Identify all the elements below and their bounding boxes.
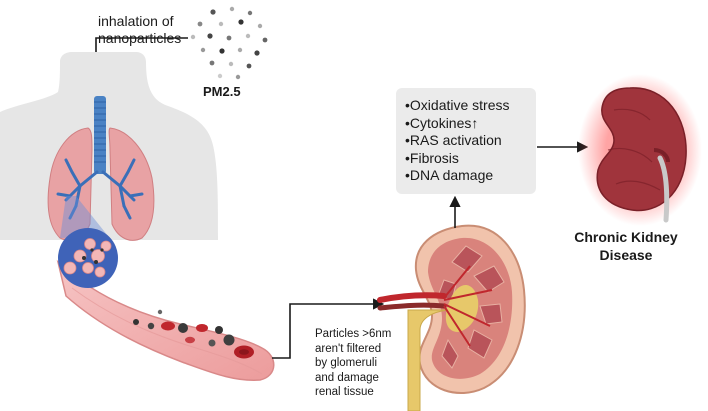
particle-cloud-icon (190, 6, 268, 80)
disease-label: Chronic Kidney Disease (566, 228, 686, 264)
human-torso-icon (0, 52, 218, 240)
alveoli-icon (58, 228, 118, 288)
filtration-note: Particles >6nm aren't filtered by glomer… (315, 327, 391, 400)
disease-line-2: Disease (599, 247, 653, 263)
effects-box: •Oxidative stress •Cytokines↑ •RAS activ… (396, 88, 536, 194)
filtration-line-4: and damage (315, 371, 379, 384)
diseased-kidney-icon (578, 74, 702, 226)
blood-vessel-icon (56, 259, 275, 382)
pm25-label: PM2.5 (203, 84, 241, 99)
inhalation-line-2: nanoparticles (98, 30, 182, 46)
filtration-line-3: by glomeruli (315, 357, 377, 369)
filtration-line-2: aren't filtered (315, 342, 382, 355)
kidney-cross-section-icon (377, 224, 526, 411)
effect-item: •Cytokines↑ (405, 114, 479, 131)
filtration-line-5: renal tissue (315, 386, 374, 398)
effect-item: •RAS activation (405, 132, 502, 148)
vessel-to-kidney-arrow (272, 298, 385, 359)
effect-item: •Fibrosis (405, 149, 459, 166)
inhalation-line-1: inhalation of (98, 13, 174, 29)
lungs-icon (47, 96, 155, 241)
inhalation-label: inhalation of nanoparticles (98, 13, 181, 47)
effect-item: •Oxidative stress (405, 97, 510, 113)
zoom-cone (60, 196, 108, 238)
disease-line-1: Chronic Kidney (574, 229, 678, 245)
effect-item: •DNA damage (405, 167, 494, 183)
filtration-line-1: Particles >6nm (315, 328, 392, 340)
